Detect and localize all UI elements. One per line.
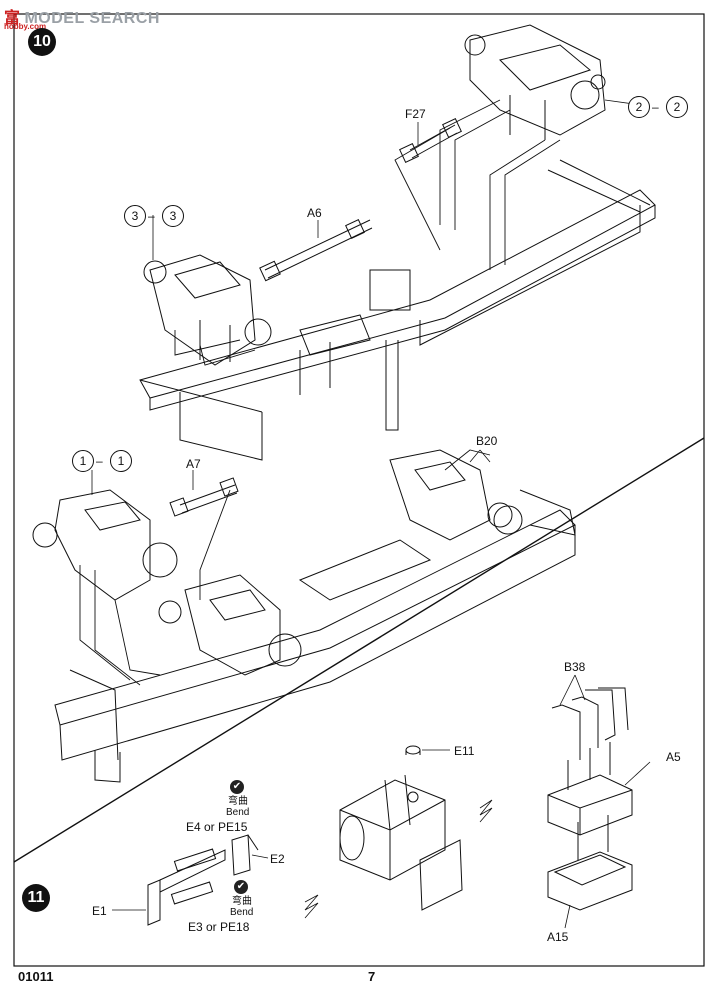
axle-lower-1: [32, 489, 178, 601]
label-A15: A15: [547, 930, 569, 944]
bend-caption-en-top: Bend: [226, 807, 250, 818]
lower-chassis-frame: [54, 489, 576, 783]
callout-dash-1: –: [96, 454, 103, 468]
label-A7: A7: [186, 457, 201, 471]
callout-dash-2: –: [652, 100, 659, 114]
bracket-parts: [147, 834, 259, 926]
straps-B38: [551, 687, 629, 860]
battery-box-A5: [547, 774, 633, 836]
step-10-badge: 10: [28, 28, 56, 56]
step-11-badge: 11: [22, 884, 50, 912]
label-B20: B20: [476, 434, 498, 448]
cap-E11: [405, 745, 421, 755]
upper-chassis-frame: [139, 159, 656, 461]
watermark-url: hobby.com: [4, 22, 47, 31]
callout-2-right: 2: [666, 96, 688, 118]
callout-1-right: 1: [110, 450, 132, 472]
bend-caption-en-bottom: Bend: [230, 907, 254, 918]
watermark-logo: 富 MODEL SEARCH: [4, 4, 160, 28]
watermark-brand-cn: 富: [4, 10, 21, 27]
axle-lower-rear: [389, 449, 513, 541]
bend-check-icon-top: ✔: [230, 780, 244, 794]
label-F27: F27: [405, 107, 426, 121]
fuel-tank: [339, 774, 463, 911]
label-A5: A5: [666, 750, 681, 764]
watermark-brand-en: MODEL SEARCH: [24, 10, 160, 27]
callout-3-left: 3: [124, 205, 146, 227]
rear-axle-upper: [464, 24, 606, 140]
bend-check-icon-bottom: ✔: [234, 880, 248, 894]
label-E2: E2: [270, 852, 285, 866]
bend-caption-cn-bottom: 弯曲: [232, 896, 252, 907]
label-E4-or-PE15: E4 or PE15: [186, 820, 248, 834]
front-axle-upper: [143, 254, 272, 366]
direction-arrows: [304, 799, 493, 919]
label-E11: E11: [454, 744, 475, 758]
driveshaft-F27: [399, 118, 462, 163]
battery-box-A15: [547, 851, 633, 911]
footer-page-number: 7: [368, 969, 376, 984]
callout-2-left: 2: [628, 96, 650, 118]
label-B38: B38: [564, 660, 586, 674]
label-E3-or-PE18: E3 or PE18: [188, 920, 250, 934]
driveshaft-A6: [259, 219, 373, 282]
bend-caption-cn-top: 弯曲: [228, 796, 248, 807]
axle-lower-2: [158, 574, 281, 676]
callout-dash-3: –: [148, 209, 155, 223]
footer-kit-code: 01011: [18, 969, 54, 984]
label-E1: E1: [92, 904, 107, 918]
callout-3-right: 3: [162, 205, 184, 227]
callout-1-left: 1: [72, 450, 94, 472]
label-A6: A6: [307, 206, 322, 220]
